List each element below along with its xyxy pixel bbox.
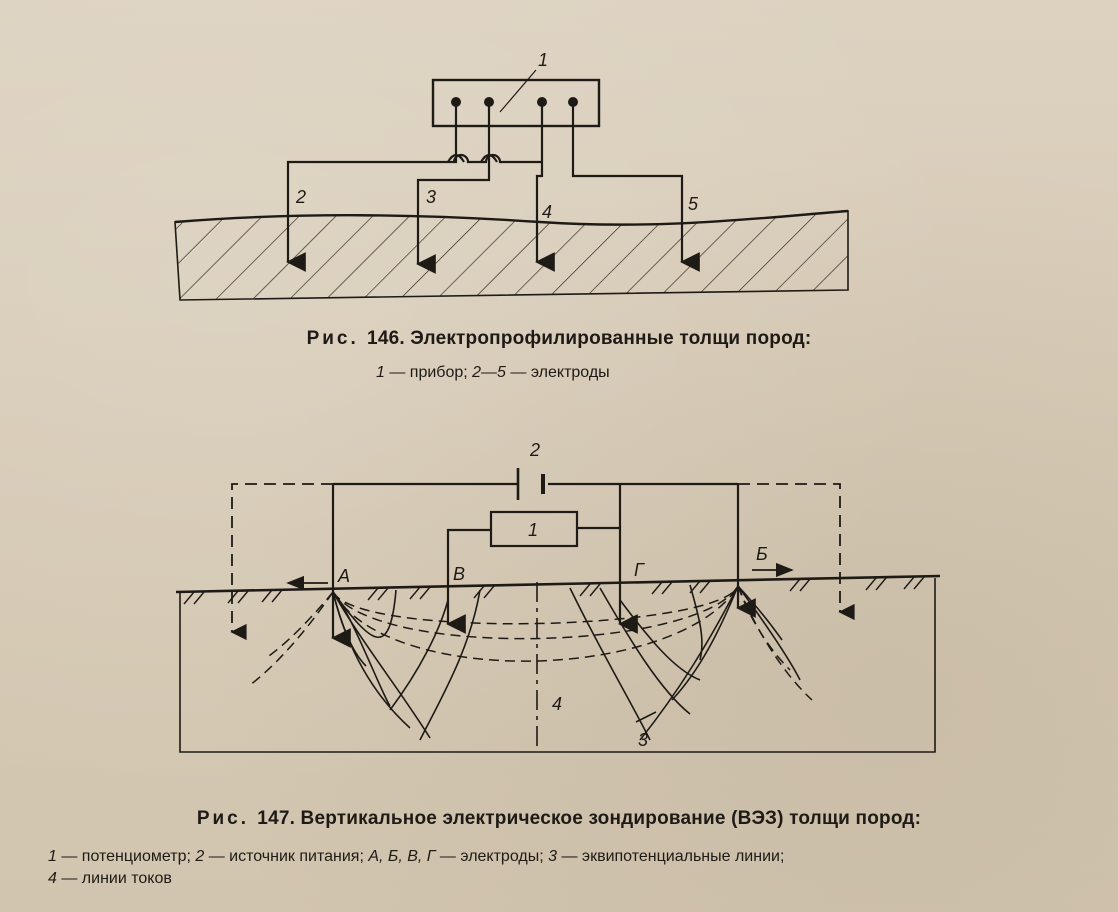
figure-147-caption: Рис. 147. Вертикальное электрическое зон…	[0, 808, 1118, 830]
label-electrode-2: 2	[295, 187, 306, 207]
figure-146-caption: Рис. 146. Электропрофилированные толщи п…	[0, 328, 1118, 350]
legend-147-num-4: 3	[548, 848, 558, 865]
legend-147-text-1: — потенциометр;	[56, 848, 196, 865]
equipotential-lines	[249, 585, 813, 701]
dashed-wire-left	[230, 483, 333, 641]
wire-crossing-jump-1	[447, 153, 465, 163]
label-electrode-5: 5	[688, 194, 699, 214]
wire-electrode-5	[571, 102, 700, 272]
label-electrode-g: Г	[634, 560, 645, 580]
figure-146-legend: 1 — прибор; 2—5 — электроды	[376, 362, 610, 384]
label-electrode-v: В	[453, 564, 465, 584]
ground-surface-146	[174, 209, 849, 226]
label-equipotential: 3	[638, 730, 648, 750]
dashed-wire-right	[738, 483, 855, 621]
legend-147-text-5: — линии токов	[56, 870, 172, 887]
label-electrode-a: А	[337, 566, 350, 586]
legend-147-text-2: — источник питания;	[204, 848, 369, 865]
current-lines	[332, 584, 801, 741]
label-electrode-3: 3	[426, 187, 436, 207]
legend-147-text-4: — эквипотенциальные линии;	[557, 848, 785, 865]
figure-146-diagram: 1 2 3 4 5	[174, 50, 849, 301]
figure-147-diagram: 2 1 А В Г Б 4 3	[175, 440, 941, 753]
legend-146-text-1: — прибор;	[384, 364, 473, 381]
equipotential-marker	[635, 711, 657, 723]
legend-147-num-3: А, Б, В, Г	[368, 848, 436, 865]
leader-line-instrument	[499, 69, 537, 113]
instrument-box	[431, 78, 601, 128]
label-current-lines: 4	[552, 694, 562, 714]
legend-146-num-1: 1	[376, 364, 385, 381]
label-battery: 2	[529, 440, 540, 460]
figure-147-title: Вертикальное электрическое зондирование …	[295, 808, 922, 829]
wire-electrode-3	[416, 102, 491, 274]
figure-146-prefix: Рис.	[306, 328, 368, 349]
rock-section-147	[179, 578, 936, 753]
legend-147-line-1: 1 — потенциометр; 2 — источник питания; …	[48, 846, 784, 868]
rock-layer-146	[174, 210, 849, 301]
ground-surface-147	[175, 574, 941, 594]
label-instrument: 1	[538, 50, 548, 70]
wire-electrode-v	[446, 528, 491, 634]
label-potentiometer: 1	[528, 520, 538, 540]
figure-146-title: Электропрофилированные толщи пород:	[404, 328, 812, 349]
figure-146-number: 146.	[367, 328, 405, 349]
figure-147-prefix: Рис.	[196, 808, 258, 829]
figure-147-legend: 1 — потенциометр; 2 — источник питания; …	[48, 846, 784, 890]
wire-crossing-jump-2	[480, 153, 498, 163]
legend-147-line-2: 4 — линии токов	[48, 868, 784, 890]
legend-147-num-2: 2	[195, 848, 205, 865]
legend-147-num-5: 4	[48, 870, 57, 887]
legend-147-num-1: 1	[48, 848, 57, 865]
figure-147-number: 147.	[257, 808, 296, 829]
label-electrode-4: 4	[542, 202, 552, 222]
surface-hatch-ticks	[183, 576, 925, 605]
legend-146-text-2: — электроды	[505, 364, 610, 381]
legend-146-num-2: 2—5	[472, 364, 506, 381]
label-electrode-b: Б	[756, 544, 768, 564]
legend-147-text-3: — электроды;	[435, 848, 549, 865]
wire-electrode-2	[286, 102, 458, 272]
wire-electrode-g	[577, 526, 638, 634]
